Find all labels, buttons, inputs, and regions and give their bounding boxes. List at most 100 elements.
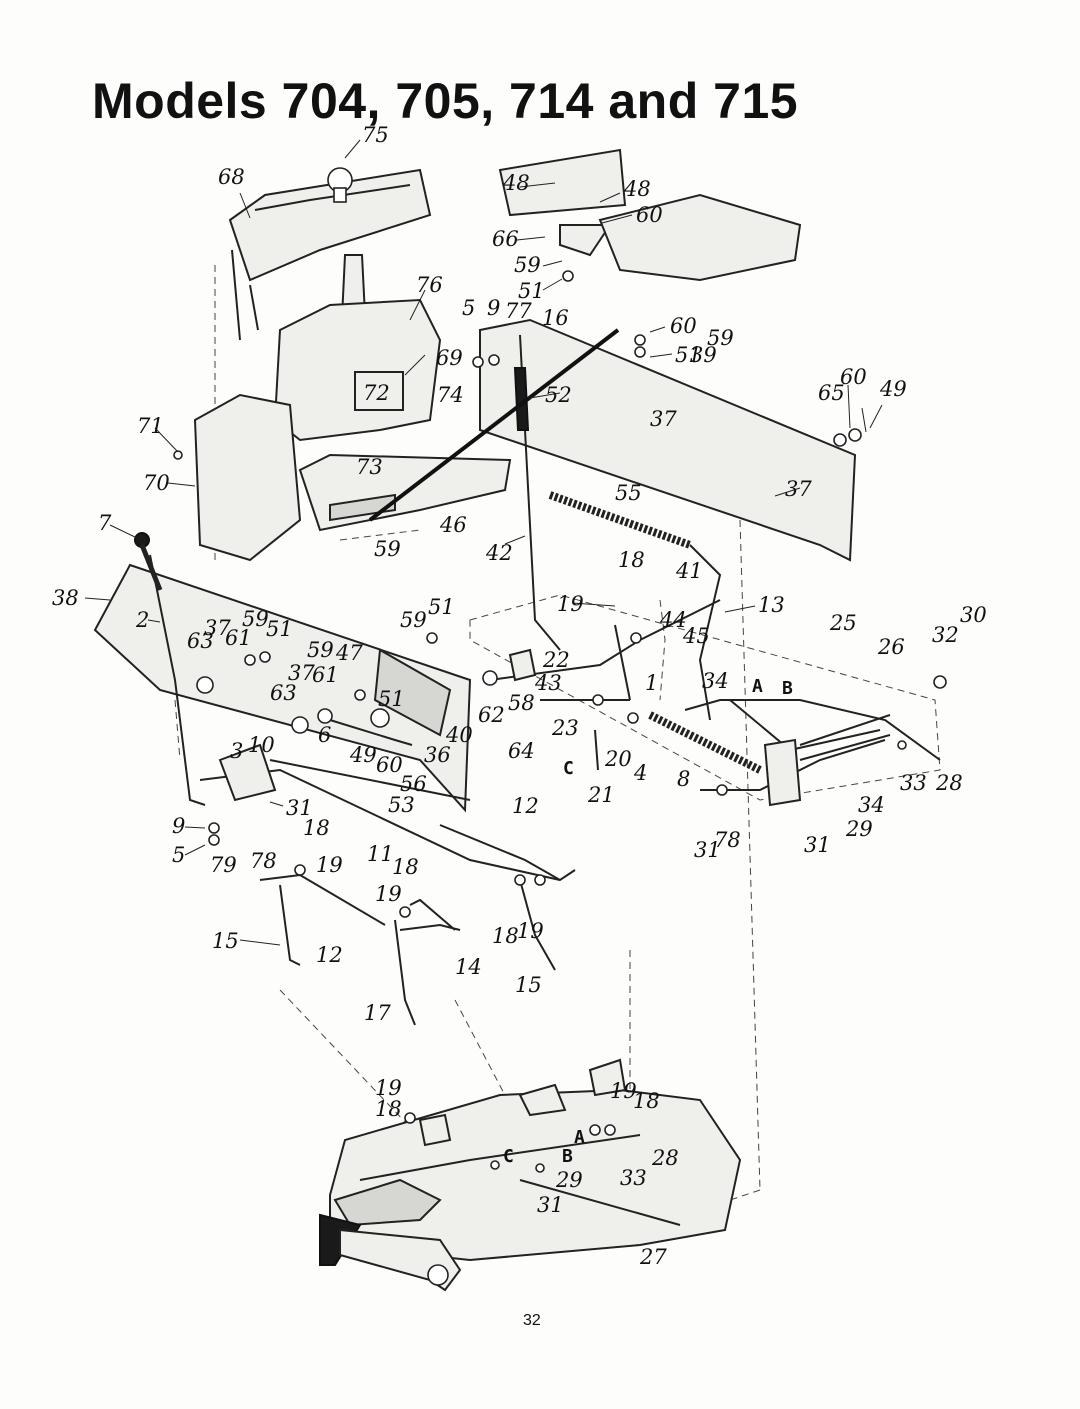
callout-12: 12 <box>512 794 539 818</box>
callout-13: 13 <box>758 593 785 617</box>
letter-c-lower: C <box>503 1146 514 1167</box>
callout-9: 9 <box>172 814 185 838</box>
callout-59: 59 <box>307 638 334 662</box>
callout-48: 48 <box>623 177 651 201</box>
callout-72: 72 <box>363 381 390 405</box>
callout-33: 33 <box>620 1166 647 1190</box>
center-linkage <box>426 599 762 774</box>
mower-deck <box>319 1058 742 1292</box>
lift-links <box>259 824 576 1026</box>
letter-b-lower: B <box>562 1146 573 1167</box>
callout-63: 63 <box>187 629 214 653</box>
callout-51: 51 <box>675 343 702 367</box>
callout-61: 61 <box>312 663 339 687</box>
callout-37: 37 <box>288 661 315 685</box>
callout-6: 6 <box>318 723 331 747</box>
callout-21: 21 <box>587 783 615 807</box>
callout-16: 16 <box>542 306 569 330</box>
callout-18: 18 <box>492 924 519 948</box>
callout-31: 31 <box>694 838 721 862</box>
callout-18: 18 <box>392 855 419 879</box>
callout-12: 12 <box>316 943 343 967</box>
callout-4: 4 <box>633 761 647 785</box>
callout-70: 70 <box>143 471 170 495</box>
callout-73: 73 <box>356 455 383 479</box>
callout-55: 55 <box>615 481 642 505</box>
callout-19: 19 <box>375 1076 402 1100</box>
callout-59: 59 <box>242 607 269 631</box>
page-title: Models 704, 705, 714 and 715 <box>92 73 799 129</box>
callout-28: 28 <box>935 771 963 795</box>
rear-bracket <box>684 675 947 807</box>
callout-3: 3 <box>230 739 243 763</box>
callout-32: 32 <box>932 623 959 647</box>
callout-63: 63 <box>270 681 297 705</box>
callout-19: 19 <box>517 919 544 943</box>
callout-19: 19 <box>557 592 584 616</box>
callout-15: 15 <box>212 929 239 953</box>
callout-25: 25 <box>829 611 857 635</box>
callout-37: 37 <box>650 407 677 431</box>
callout-37: 37 <box>204 616 231 640</box>
callout-18: 18 <box>618 548 645 572</box>
callout-27: 27 <box>639 1245 667 1269</box>
callout-23: 23 <box>551 716 579 740</box>
callout-36: 36 <box>424 743 451 767</box>
callout-19: 19 <box>316 853 343 877</box>
letter-b-upper: B <box>782 678 793 699</box>
callout-39: 39 <box>690 343 717 367</box>
callout-44: 44 <box>659 608 687 632</box>
callout-18: 18 <box>303 816 330 840</box>
callout-48: 48 <box>502 171 530 195</box>
callout-43: 43 <box>534 671 562 695</box>
callout-64: 64 <box>508 739 535 763</box>
callout-75: 75 <box>362 123 389 147</box>
callout-5: 5 <box>172 843 185 867</box>
callout-69: 69 <box>436 346 463 370</box>
callout-59: 59 <box>707 326 734 350</box>
callout-34: 34 <box>858 793 885 817</box>
callout-65: 65 <box>818 381 845 405</box>
callout-31: 31 <box>537 1193 564 1217</box>
callout-76: 76 <box>416 273 443 297</box>
callout-22: 22 <box>542 648 570 672</box>
callout-60: 60 <box>636 203 663 227</box>
callout-78: 78 <box>714 828 741 852</box>
callout-78: 78 <box>250 849 277 873</box>
reference-letters: A B C A B C <box>503 676 793 1167</box>
callout-51: 51 <box>266 617 293 641</box>
callout-49: 49 <box>879 377 907 401</box>
callout-28: 28 <box>651 1146 679 1170</box>
callout-51: 51 <box>428 595 455 619</box>
callout-37: 37 <box>785 477 812 501</box>
letter-a-upper: A <box>752 676 763 697</box>
callout-59: 59 <box>400 608 427 632</box>
callout-51: 51 <box>378 687 405 711</box>
callout-17: 17 <box>364 1001 391 1025</box>
callout-26: 26 <box>877 635 905 659</box>
callout-53: 53 <box>388 793 415 817</box>
callout-40: 40 <box>445 723 473 747</box>
callout-numbers: 75 68 76 69 72 74 71 70 73 46 59 7 38 2 … <box>52 123 987 1269</box>
callout-58: 58 <box>508 691 535 715</box>
callout-1: 1 <box>645 671 658 695</box>
letter-a-lower: A <box>574 1127 585 1148</box>
callout-31: 31 <box>804 833 831 857</box>
callout-52: 52 <box>545 383 572 407</box>
callout-8: 8 <box>677 767 690 791</box>
callout-61: 61 <box>225 626 252 650</box>
callout-20: 20 <box>604 747 632 771</box>
callout-18: 18 <box>633 1089 660 1113</box>
callout-42: 42 <box>485 541 513 565</box>
callout-10: 10 <box>248 733 275 757</box>
callout-31: 31 <box>286 796 313 820</box>
callout-60: 60 <box>376 753 403 777</box>
callout-19: 19 <box>375 882 402 906</box>
rear-frame <box>368 148 862 721</box>
leader-lines <box>84 139 883 946</box>
callout-56: 56 <box>400 772 427 796</box>
callout-15: 15 <box>515 973 542 997</box>
callout-59: 59 <box>514 253 541 277</box>
